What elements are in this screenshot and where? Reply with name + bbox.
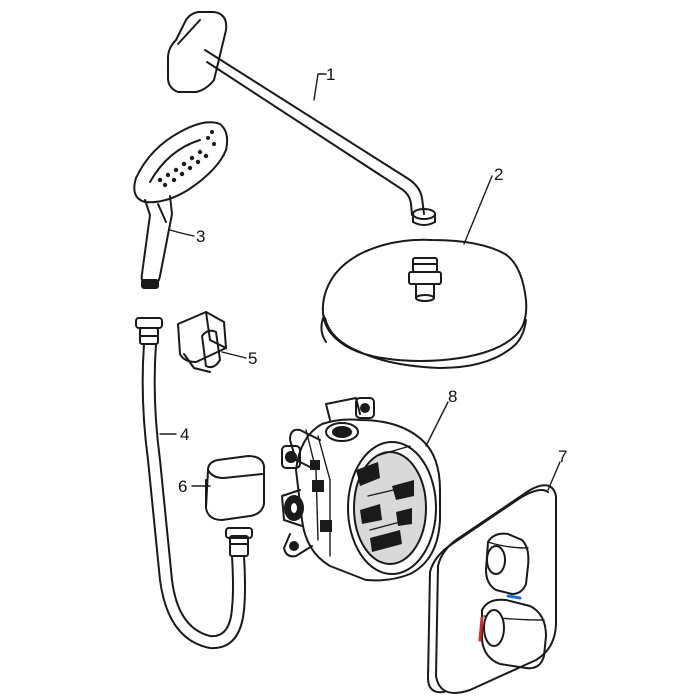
leader-line-5 <box>221 351 247 359</box>
callout-7: 7 <box>558 447 567 466</box>
wall-outlet-illustration <box>205 455 265 521</box>
shower-hose-illustration <box>135 317 253 650</box>
leader-line-3 <box>169 229 195 237</box>
leader-line-2 <box>463 175 493 245</box>
leader-line-7 <box>547 461 561 491</box>
callout-4: 4 <box>180 425 189 444</box>
shower-holder-illustration <box>177 311 227 373</box>
concealed-body-illustration <box>281 397 441 582</box>
leader-line-8 <box>425 401 449 447</box>
callout-8: 8 <box>448 387 457 406</box>
callout-2: 2 <box>494 165 503 184</box>
callout-5: 5 <box>248 349 257 368</box>
leader-line-1 <box>313 73 327 101</box>
shower-arm-illustration <box>167 11 436 226</box>
thermostat-trim-illustration <box>427 484 557 694</box>
callout-leaders <box>159 73 561 491</box>
overhead-shower-illustration <box>320 238 528 369</box>
hand-shower-illustration <box>133 121 229 289</box>
callout-6: 6 <box>178 477 187 496</box>
callout-1: 1 <box>326 65 335 84</box>
spray-nozzles <box>157 130 216 188</box>
callout-3: 3 <box>196 227 205 246</box>
